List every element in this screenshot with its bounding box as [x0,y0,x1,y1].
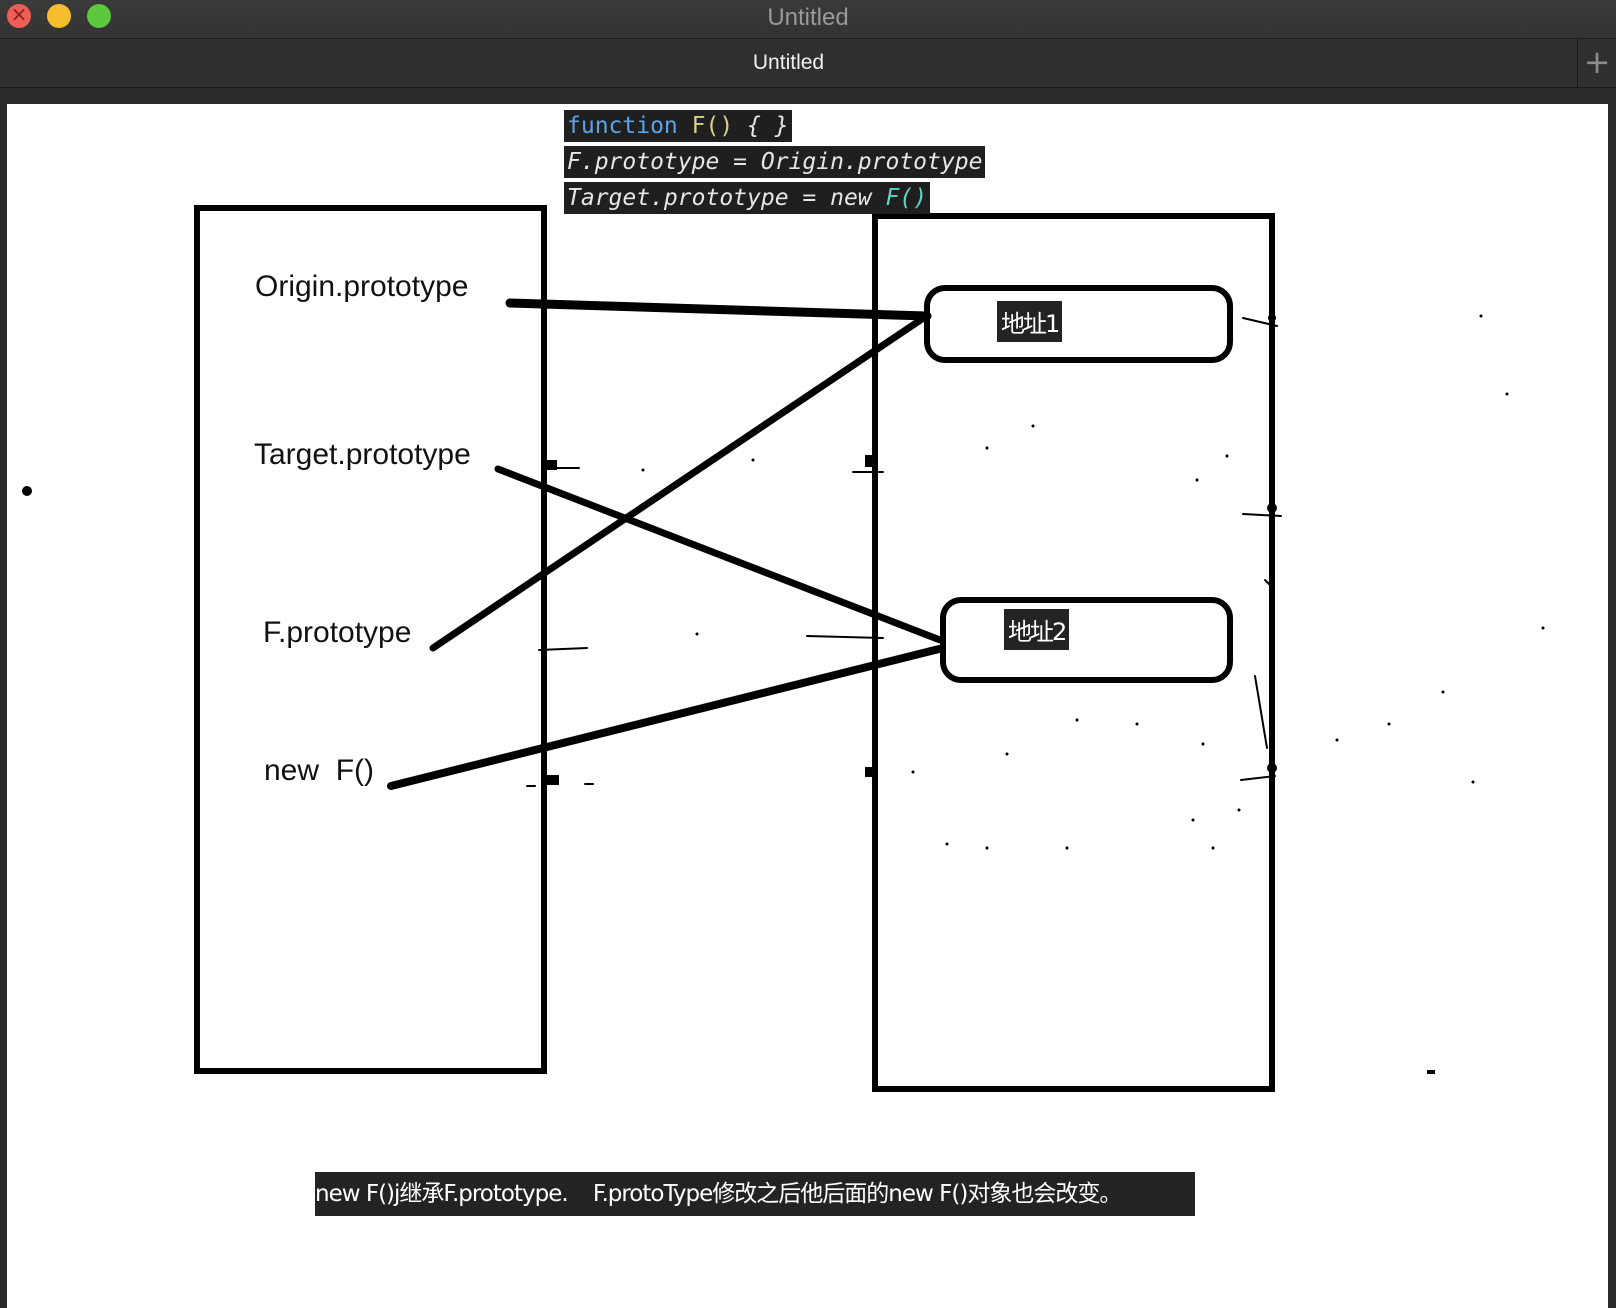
code-line-1: function F() { } [564,110,792,142]
origin-prototype-label: Origin.prototype [255,270,469,303]
line-target-to-address2 [494,465,944,644]
window-title: Untitled [767,4,849,31]
line-newf-to-address2 [387,645,943,790]
code-line-3: Target.prototype = new F() [564,182,931,214]
address1-box [924,285,1233,363]
minimize-window-button[interactable] [47,4,71,28]
code-assignment: Target.prototype = new [567,185,886,211]
drawing-canvas[interactable]: function F() { } F.prototype = Origin.pr… [7,104,1608,1308]
code-line-2: F.prototype = Origin.prototype [564,146,986,178]
close-window-button[interactable] [7,2,31,28]
left-box [194,205,547,1074]
new-f-label: new F() [264,754,375,787]
tab-untitled[interactable]: Untitled [0,39,1578,87]
diagram-drawing [22,205,1545,1092]
code-keyword: function [567,113,678,139]
code-function-name: F() [691,113,734,139]
line-f-to-address1 [429,315,926,652]
f-prototype-label: F.prototype [263,616,412,649]
line-origin-to-address1 [505,298,932,321]
code-constructor-call: F() [885,185,928,211]
address1-label: 地址1 [997,301,1063,342]
code-body: { } [733,113,789,139]
address2-box [940,597,1233,683]
new-tab-button[interactable]: + [1583,43,1611,81]
window-titlebar: Untitled [0,0,1616,39]
right-box [872,213,1275,1092]
tab-bar: Untitled + [0,39,1616,88]
explanation-note: new F()j继承F.prototype. F.protoType修改之后他后… [315,1172,1195,1216]
address2-label: 地址2 [1004,609,1070,650]
zoom-window-button[interactable] [87,4,111,28]
target-prototype-label: Target.prototype [254,438,471,471]
